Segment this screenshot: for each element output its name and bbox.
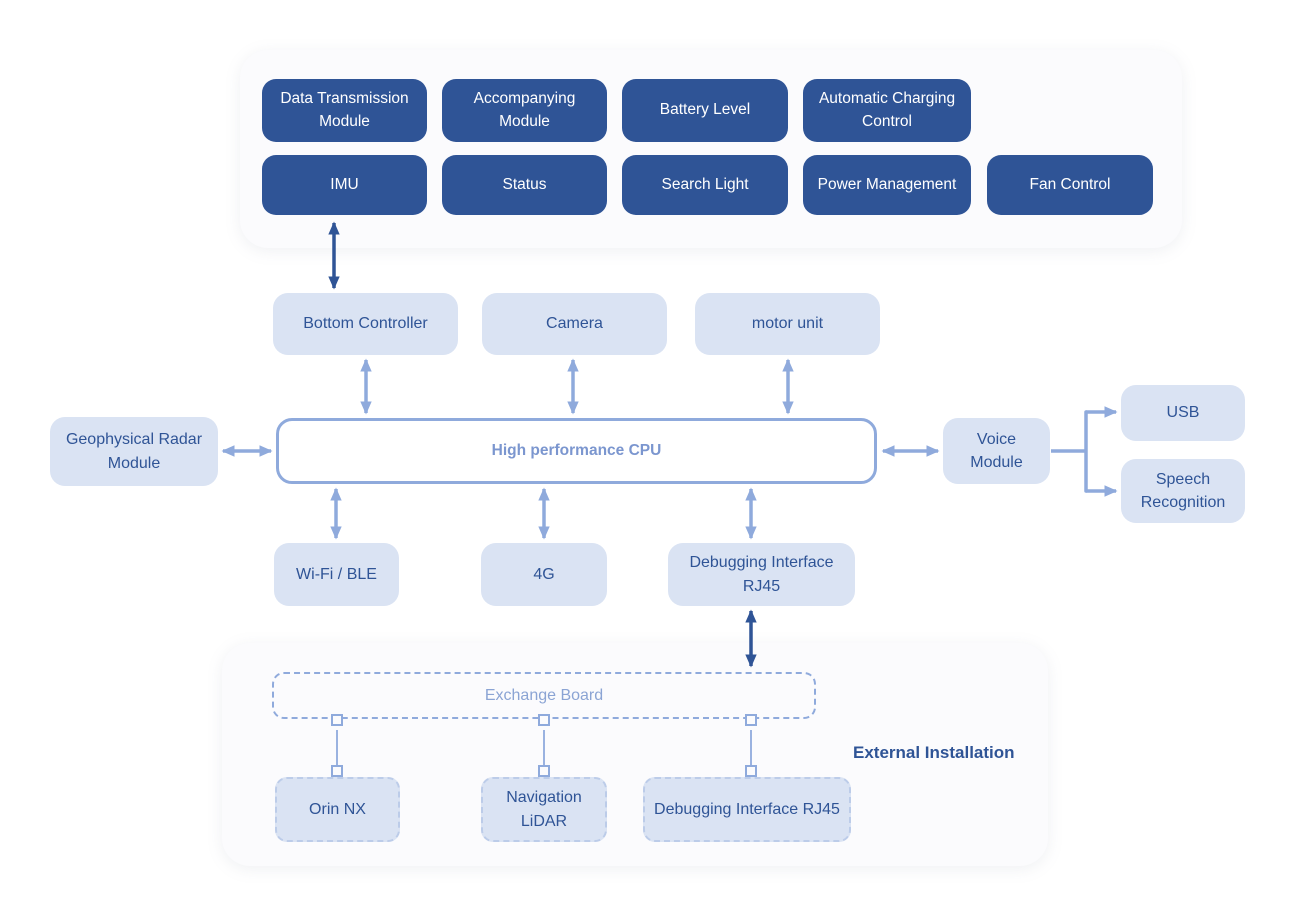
connector-pin: [745, 714, 757, 726]
node-4g: 4G: [481, 543, 607, 606]
node-usb: USB: [1121, 385, 1245, 441]
node-power-management: Power Management: [803, 155, 971, 215]
node-orin-nx: Orin NX: [275, 777, 400, 842]
node-bottom-controller: Bottom Controller: [273, 293, 458, 355]
node-search-light: Search Light: [622, 155, 788, 215]
node-accompanying-module: Accompanying Module: [442, 79, 607, 142]
node-exchange-board: Exchange Board: [272, 672, 816, 719]
node-automatic-charging-control: Automatic Charging Control: [803, 79, 971, 142]
connector-pin: [745, 765, 757, 777]
connector-pin: [331, 714, 343, 726]
node-status: Status: [442, 155, 607, 215]
connector-pin: [331, 765, 343, 777]
node-data-transmission-module: Data Transmission Module: [262, 79, 427, 142]
node-geophysical-radar-module: Geophysical Radar Module: [50, 417, 218, 486]
node-battery-level: Battery Level: [622, 79, 788, 142]
node-external-debugging-interface-rj45: Debugging Interface RJ45: [643, 777, 851, 842]
connector-pin: [538, 714, 550, 726]
node-camera: Camera: [482, 293, 667, 355]
connector-pin: [538, 765, 550, 777]
node-motor-unit: motor unit: [695, 293, 880, 355]
external-installation-label: External Installation: [853, 743, 1015, 762]
node-navigation-lidar: Navigation LiDAR: [481, 777, 607, 842]
node-voice-module: Voice Module: [943, 418, 1050, 484]
node-fan-control: Fan Control: [987, 155, 1153, 215]
node-high-performance-cpu: High performance CPU: [276, 418, 877, 484]
node-wifi-ble: Wi-Fi / BLE: [274, 543, 399, 606]
node-debugging-interface-rj45: Debugging Interface RJ45: [668, 543, 855, 606]
node-imu: IMU: [262, 155, 427, 215]
node-speech-recognition: Speech Recognition: [1121, 459, 1245, 523]
